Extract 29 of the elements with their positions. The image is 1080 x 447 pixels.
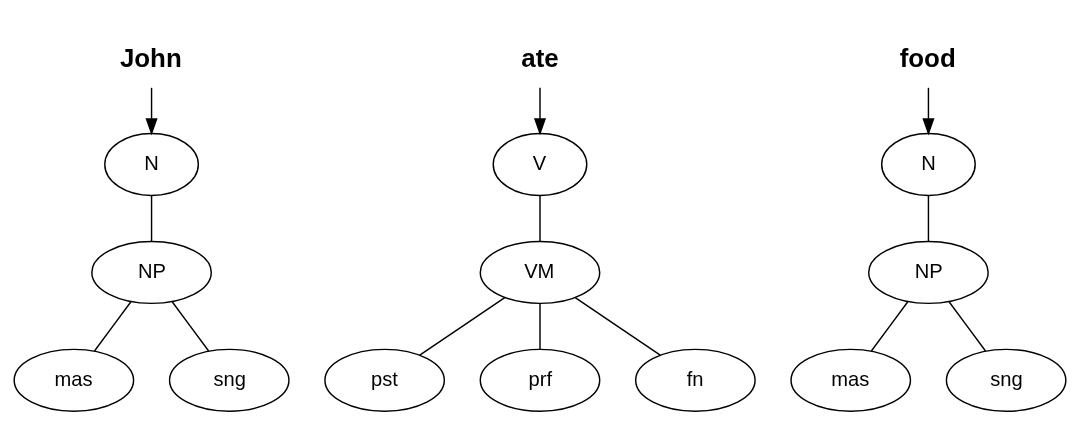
node-ellipse: mas (13, 348, 135, 412)
connector (539, 195, 541, 243)
node-ellipse: sng (168, 348, 290, 412)
connector (870, 301, 909, 352)
connector (539, 302, 541, 351)
connector (171, 301, 210, 352)
node-text: food (899, 43, 956, 72)
node-text: John (119, 43, 182, 72)
node-ellipse: N (880, 132, 976, 197)
node-ellipse: N (104, 132, 200, 197)
arrow (922, 87, 935, 136)
node-ellipse: NP (868, 240, 989, 305)
node-ellipse: prf (479, 348, 601, 412)
node-ellipse: pst (324, 348, 446, 412)
connector (574, 296, 661, 356)
node-ellipse: NP (91, 240, 212, 305)
node-ellipse: V (492, 132, 588, 197)
connector (419, 296, 506, 356)
node-ellipse: mas (790, 348, 912, 412)
connector (93, 301, 132, 352)
connector (948, 301, 987, 352)
arrow (533, 87, 547, 136)
connector (150, 195, 153, 243)
connector (927, 195, 930, 243)
arrow (145, 87, 158, 136)
node-ellipse: fn (634, 348, 756, 412)
node-ellipse: VM (479, 240, 601, 305)
node-text: ate (521, 43, 559, 72)
node-ellipse: sng (945, 348, 1067, 412)
